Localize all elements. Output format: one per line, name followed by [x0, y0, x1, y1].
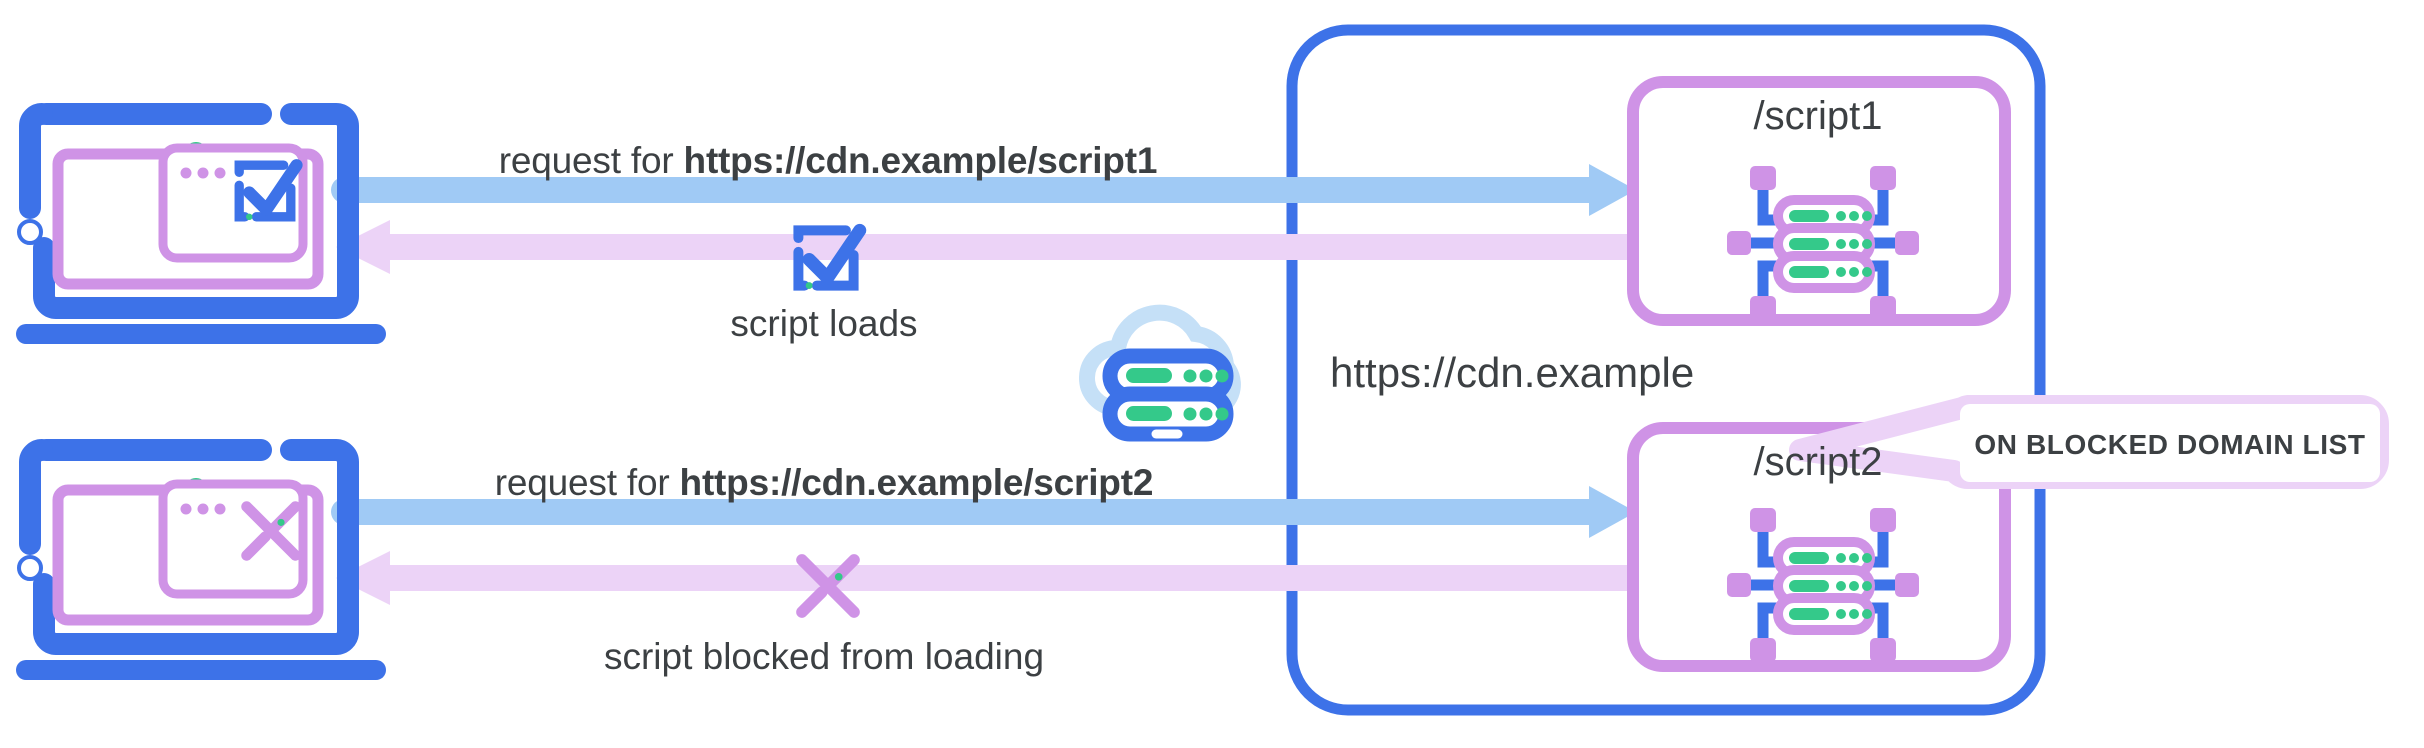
result-label-script-blocked: script blocked from loading [603, 636, 1045, 677]
script2-label: /script2 [1753, 440, 1883, 484]
script2-box[interactable] [1627, 422, 2011, 672]
script1-box[interactable] [1627, 76, 2011, 326]
laptop-blocked [16, 450, 386, 680]
script1-label: /script1 [1753, 94, 1883, 138]
cdn-domain-label: https://cdn.example [1330, 349, 1695, 396]
blocked-domain-callout [1789, 395, 2389, 489]
request-arrow-script1 [331, 164, 1636, 216]
laptop-allowed [16, 114, 386, 344]
request-arrow-script2 [331, 486, 1636, 538]
request-label-script1: request for https://cdn.example/script1 [498, 140, 1158, 181]
response-arrow-script1 [336, 220, 1649, 274]
request-label-script2: request for https://cdn.example/script2 [494, 462, 1154, 503]
cloud-server-icon [1087, 313, 1233, 434]
response-arrow-script2 [336, 551, 1649, 605]
blocked-domain-callout-text: ON BLOCKED DOMAIN LIST [1974, 429, 2366, 460]
result-label-script-loads: script loads [730, 303, 918, 344]
cdn-container [1286, 24, 2046, 716]
